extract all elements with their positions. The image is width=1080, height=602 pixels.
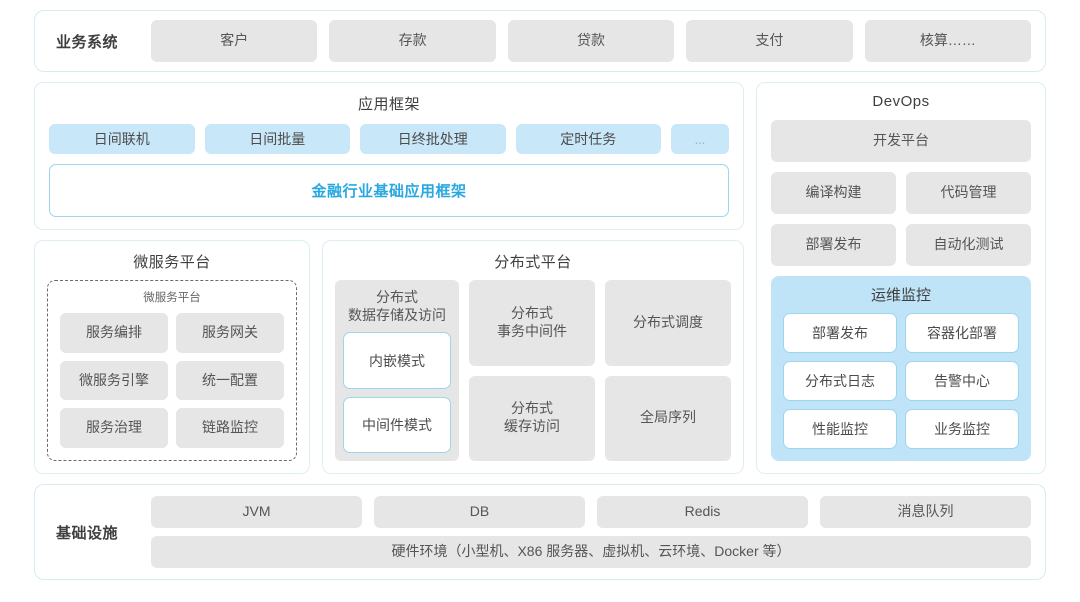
ops-item-performance-monitoring[interactable]: 性能监控 <box>783 409 897 449</box>
microservice-platform-panel: 微服务平台 微服务平台 服务编排 服务网关 微服务引擎 统一配置 服务治理 链路… <box>34 240 310 474</box>
business-system-item-deposit[interactable]: 存款 <box>329 20 496 62</box>
ops-item-business-monitoring[interactable]: 业务监控 <box>905 409 1019 449</box>
devops-panel: DevOps 开发平台 编译构建 代码管理 部署发布 自动化测试 运维监控 部署… <box>756 82 1046 474</box>
middle-region: 应用框架 日间联机 日间批量 日终批处理 定时任务 ... 金融行业基础应用框架… <box>34 82 1046 474</box>
distributed-card-transaction-middleware[interactable]: 分布式 事务中间件 <box>469 280 595 366</box>
distributed-card-0-line1: 分布式 <box>511 304 553 321</box>
microservice-items-grid: 服务编排 服务网关 微服务引擎 统一配置 服务治理 链路监控 <box>60 313 284 448</box>
microservice-item-engine[interactable]: 微服务引擎 <box>60 360 168 401</box>
microservice-platform-title: 微服务平台 <box>133 254 211 271</box>
microservice-item-unified-config[interactable]: 统一配置 <box>176 360 284 401</box>
app-framework-chip-daytime-online[interactable]: 日间联机 <box>49 124 195 154</box>
distributed-platform-panel: 分布式平台 分布式 数据存储及访问 内嵌模式 中间件模式 <box>322 240 744 474</box>
devops-item-dev-platform[interactable]: 开发平台 <box>771 120 1031 162</box>
microservice-platform-subtitle: 微服务平台 <box>143 292 201 304</box>
distributed-card-cache-access[interactable]: 分布式 缓存访问 <box>469 375 595 461</box>
devops-item-automated-testing[interactable]: 自动化测试 <box>906 224 1031 266</box>
microservice-item-governance[interactable]: 服务治理 <box>60 408 168 448</box>
business-system-item-loan[interactable]: 贷款 <box>507 20 675 62</box>
hardware-environment-bar[interactable]: 硬件环境（小型机、X86 服务器、虚拟机、云环境、Docker 等） <box>151 536 1031 568</box>
infrastructure-label: 基础设施 <box>55 524 118 542</box>
hardware-environment-row: 硬件环境（小型机、X86 服务器、虚拟机、云环境、Docker 等） <box>151 536 1031 568</box>
business-system-item-payment[interactable]: 支付 <box>686 20 853 62</box>
distributed-storage-mode-embedded[interactable]: 内嵌模式 <box>343 332 451 389</box>
ops-item-containerized-deployment[interactable]: 容器化部署 <box>905 313 1019 353</box>
app-framework-chip-daytime-batch[interactable]: 日间批量 <box>204 124 350 154</box>
app-framework-chip-scheduled-task[interactable]: 定时任务 <box>515 124 661 154</box>
ops-item-distributed-logs[interactable]: 分布式日志 <box>783 361 897 401</box>
infrastructure-item-db[interactable]: DB <box>374 496 585 528</box>
app-framework-chip-more[interactable]: ... <box>671 124 729 154</box>
devops-items-grid: 编译构建 代码管理 部署发布 自动化测试 <box>771 172 1031 266</box>
distributed-card-2-line1: 分布式 <box>511 400 553 417</box>
infrastructure-items: JVM DB Redis 消息队列 <box>151 496 1031 528</box>
infrastructure-item-jvm[interactable]: JVM <box>151 496 362 528</box>
distributed-card-scheduling[interactable]: 分布式调度 <box>605 280 731 366</box>
platforms-row: 微服务平台 微服务平台 服务编排 服务网关 微服务引擎 统一配置 服务治理 链路… <box>34 240 744 474</box>
devops-title: DevOps <box>872 93 930 110</box>
infrastructure-content: JVM DB Redis 消息队列 硬件环境（小型机、X86 服务器、虚拟机、云… <box>151 486 1031 578</box>
infrastructure-item-redis[interactable]: Redis <box>597 496 808 528</box>
business-system-item-customer[interactable]: 客户 <box>151 20 318 62</box>
distributed-card-2-line2: 缓存访问 <box>504 418 560 435</box>
microservice-item-trace-monitoring[interactable]: 链路监控 <box>176 408 284 448</box>
ops-item-alert-center[interactable]: 告警中心 <box>905 361 1019 401</box>
distributed-storage-caption-line2: 数据存储及访问 <box>348 307 446 324</box>
ops-monitoring-title: 运维监控 <box>870 287 931 304</box>
application-framework-panel: 应用框架 日间联机 日间批量 日终批处理 定时任务 ... 金融行业基础应用框架 <box>34 82 744 230</box>
business-systems-items: 客户 存款 贷款 支付 核算…… <box>151 20 1032 62</box>
distributed-cards-grid: 分布式 事务中间件 分布式调度 分布式 缓存访问 <box>469 280 731 461</box>
ops-monitoring-box: 运维监控 部署发布 容器化部署 分布式日志 告警中心 性能监控 业务监控 <box>771 276 1031 461</box>
business-system-item-accounting[interactable]: 核算…… <box>864 20 1032 62</box>
financial-base-framework-bar: 金融行业基础应用框架 <box>49 164 729 217</box>
app-framework-chip-eod-batch[interactable]: 日终批处理 <box>360 124 506 154</box>
microservice-inner-dashed-box: 微服务平台 服务编排 服务网关 微服务引擎 统一配置 服务治理 链路监控 <box>47 280 297 461</box>
business-systems-section: 业务系统 客户 存款 贷款 支付 核算…… <box>34 10 1046 72</box>
distributed-platform-body: 分布式 数据存储及访问 内嵌模式 中间件模式 分布式 事务中间件 <box>335 280 731 461</box>
distributed-storage-mode-middleware[interactable]: 中间件模式 <box>343 396 451 453</box>
microservice-item-orchestration[interactable]: 服务编排 <box>60 313 168 353</box>
devops-item-build[interactable]: 编译构建 <box>771 172 896 214</box>
ops-item-deployment[interactable]: 部署发布 <box>783 313 897 353</box>
devops-column: DevOps 开发平台 编译构建 代码管理 部署发布 自动化测试 运维监控 部署… <box>756 82 1046 474</box>
distributed-card-global-sequence[interactable]: 全局序列 <box>605 375 731 461</box>
application-framework-title: 应用框架 <box>357 96 420 113</box>
ops-monitoring-grid: 部署发布 容器化部署 分布式日志 告警中心 性能监控 业务监控 <box>783 313 1019 449</box>
microservice-item-gateway[interactable]: 服务网关 <box>176 313 284 353</box>
infrastructure-section: 基础设施 JVM DB Redis 消息队列 硬件环境（小型机、X86 服务器、… <box>34 484 1046 580</box>
infrastructure-item-message-queue[interactable]: 消息队列 <box>820 496 1031 528</box>
distributed-card-0-line2: 事务中间件 <box>497 322 567 339</box>
distributed-platform-title: 分布式平台 <box>494 254 572 271</box>
devops-item-deployment[interactable]: 部署发布 <box>771 224 896 266</box>
distributed-storage-caption: 分布式 数据存储及访问 <box>343 288 451 324</box>
business-systems-label: 业务系统 <box>55 33 118 51</box>
distributed-storage-caption-line1: 分布式 <box>376 289 418 305</box>
distributed-storage-card[interactable]: 分布式 数据存储及访问 内嵌模式 中间件模式 <box>335 280 459 461</box>
platform-column: 应用框架 日间联机 日间批量 日终批处理 定时任务 ... 金融行业基础应用框架… <box>34 82 744 474</box>
application-framework-chips: 日间联机 日间批量 日终批处理 定时任务 ... <box>49 124 729 154</box>
devops-item-code-management[interactable]: 代码管理 <box>906 172 1031 214</box>
